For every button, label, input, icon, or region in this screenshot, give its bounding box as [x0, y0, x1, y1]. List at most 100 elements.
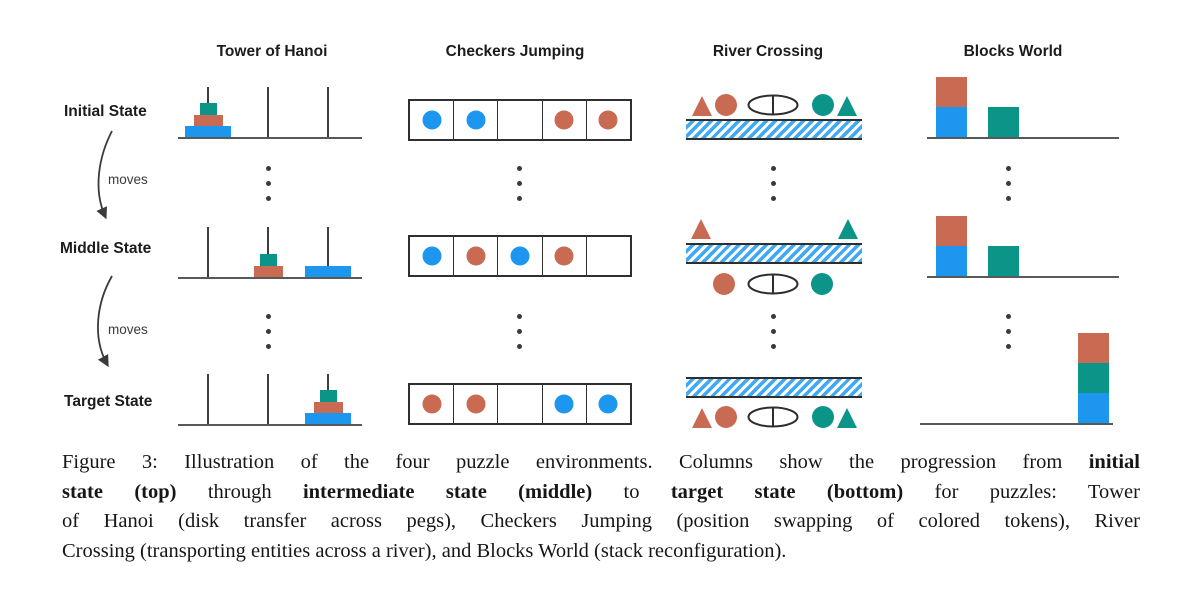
blocks-target-cell	[918, 332, 1120, 425]
checkers-cell	[453, 101, 497, 139]
checkers-cell	[541, 385, 586, 423]
dot	[770, 195, 776, 201]
checkers-target-cell	[408, 383, 632, 425]
checkers-token-red	[598, 110, 618, 130]
checkers-middle-cell	[408, 235, 632, 277]
hanoi-disk-blue	[305, 266, 351, 277]
checkers-cell	[453, 237, 497, 275]
dot	[265, 165, 271, 171]
checkers-token-blue	[510, 246, 530, 266]
checkers-cell	[585, 385, 630, 423]
ellipsis-dots	[516, 313, 522, 349]
triangle-red-icon	[691, 96, 712, 116]
row-label-target-state: Target State	[64, 393, 153, 410]
block-red	[936, 215, 967, 246]
hanoi-target-cell	[170, 372, 370, 426]
dot	[265, 195, 271, 201]
checkers-cell	[410, 385, 453, 423]
moves-arrow-2	[97, 275, 113, 368]
boat-svg	[747, 406, 799, 428]
caption-line-2: state (top) through intermediate state (…	[62, 480, 1140, 503]
checkers-cell	[541, 101, 586, 139]
river-target-cell	[686, 377, 862, 428]
row-label-initial-state: Initial State	[64, 103, 147, 120]
hanoi-base-line	[178, 424, 362, 426]
circle-red-icon	[715, 94, 737, 116]
checkers-board	[408, 235, 632, 277]
dot	[516, 343, 522, 349]
hanoi-disk-red	[313, 402, 343, 413]
dot	[1005, 328, 1011, 334]
block-teal	[1078, 362, 1109, 393]
checkers-cell	[585, 101, 630, 139]
dot	[516, 313, 522, 319]
dot	[516, 328, 522, 334]
ellipsis-dots	[265, 313, 271, 349]
checkers-token-red	[554, 246, 574, 266]
hanoi-disk-red	[253, 266, 283, 277]
dot	[770, 180, 776, 186]
blocks-ground-line	[920, 422, 1113, 425]
dot	[770, 165, 776, 171]
river-band	[686, 119, 862, 140]
hanoi-base-line	[178, 277, 362, 279]
ellipsis-dots	[1005, 313, 1011, 349]
hanoi-peg	[327, 227, 329, 277]
dot	[770, 313, 776, 319]
checkers-cell	[410, 101, 453, 139]
checkers-cell	[497, 237, 541, 275]
row-label-middle-state: Middle State	[60, 240, 152, 257]
checkers-token-blue	[422, 246, 442, 266]
dot	[265, 180, 271, 186]
triangle-teal-icon	[837, 219, 858, 239]
block-blue	[1078, 392, 1109, 423]
dot	[1005, 165, 1011, 171]
checkers-token-red	[554, 110, 574, 130]
dot	[1005, 313, 1011, 319]
checkers-token-red	[422, 394, 442, 414]
circle-red-icon	[715, 406, 737, 428]
dot	[1005, 180, 1011, 186]
hanoi-middle-cell	[170, 225, 370, 279]
hanoi-disk-red	[193, 115, 223, 126]
column-header-blocks-world: Blocks World	[963, 43, 1063, 60]
checkers-cell	[585, 237, 630, 275]
dot	[516, 195, 522, 201]
checkers-token-blue	[554, 394, 574, 414]
checkers-token-blue	[466, 110, 486, 130]
block-red	[936, 76, 967, 107]
ellipsis-dots	[516, 165, 522, 201]
checkers-cell	[541, 237, 586, 275]
hanoi-base-line	[178, 137, 362, 139]
boat-svg	[747, 273, 799, 295]
caption-line-4: Crossing (transporting entities across a…	[62, 539, 787, 562]
block-blue	[936, 106, 967, 137]
checkers-token-red	[466, 246, 486, 266]
river-band	[686, 377, 862, 398]
circle-teal-icon	[812, 94, 834, 116]
triangle-red-icon	[691, 408, 712, 428]
ellipsis-dots	[265, 165, 271, 201]
ellipsis-dots	[770, 165, 776, 201]
checkers-token-blue	[422, 110, 442, 130]
dot	[770, 328, 776, 334]
checkers-cell	[497, 385, 541, 423]
checkers-board	[408, 383, 632, 425]
circle-teal-icon	[811, 273, 833, 295]
hanoi-disk-blue	[305, 413, 351, 424]
caption-line-1: Figure 3: Illustration of the four puzzl…	[62, 451, 1140, 473]
river-middle-cell	[686, 219, 862, 295]
column-header-checkers-jumping: Checkers Jumping	[445, 43, 585, 60]
triangle-teal-icon	[836, 408, 857, 428]
caption-line-3: of Hanoi (disk transfer across pegs), Ch…	[62, 510, 1140, 532]
dot	[1005, 343, 1011, 349]
dot	[1005, 195, 1011, 201]
boat-icon	[747, 406, 799, 428]
moves-label-1: moves	[108, 172, 148, 187]
blocks-initial-cell	[918, 76, 1120, 139]
checkers-cell	[497, 101, 541, 139]
hanoi-initial-cell	[170, 85, 370, 139]
hanoi-peg	[267, 227, 269, 277]
boat-icon	[747, 273, 799, 295]
river-initial-cell	[686, 94, 862, 140]
